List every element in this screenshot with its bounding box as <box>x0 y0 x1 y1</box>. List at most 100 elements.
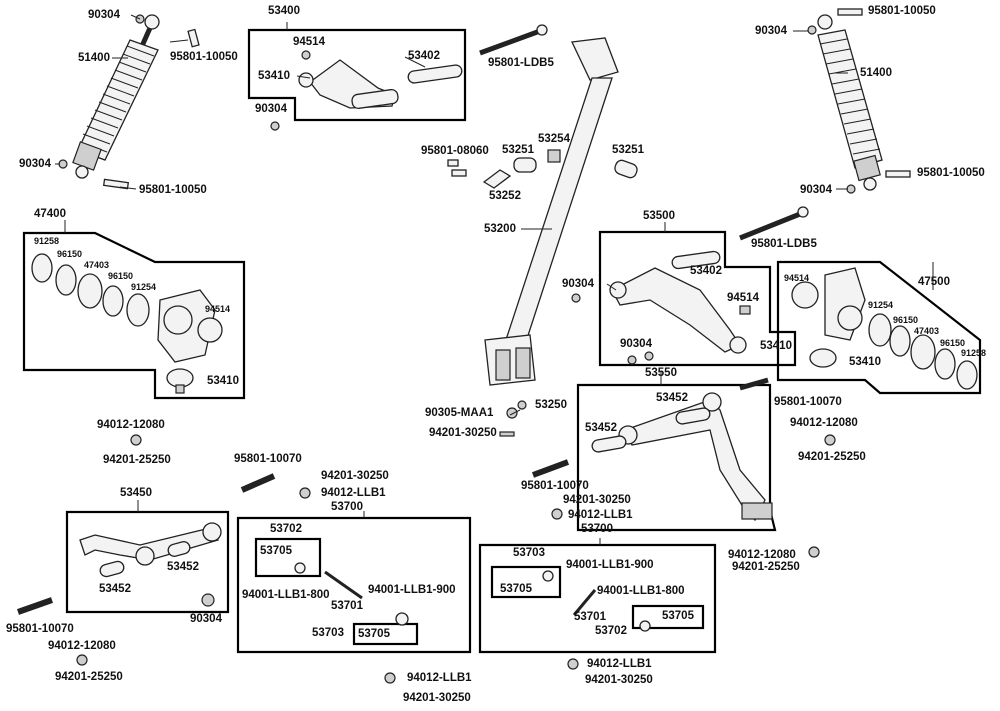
bolt-ldb5-top <box>479 28 541 56</box>
loose-fasteners <box>17 434 836 684</box>
frame-53450 <box>65 510 230 614</box>
frame-53700-right <box>478 543 717 654</box>
label-90305-maa1: 90305-MAA1 <box>425 407 494 419</box>
label-53250: 53250 <box>535 399 567 411</box>
label-53450: 53450 <box>120 487 152 499</box>
label-96150: 96150 <box>108 271 134 281</box>
label-53705: 53705 <box>662 610 694 622</box>
label-90304: 90304 <box>800 184 832 196</box>
label-95801-10070: 95801-10070 <box>234 453 302 465</box>
leader-lines <box>55 14 934 545</box>
label-94012-12080: 94012-12080 <box>48 640 116 652</box>
label-94201-30250: 94201-30250 <box>563 494 631 506</box>
label-94012-llb1: 94012-LLB1 <box>407 672 472 684</box>
label-94201-30250: 94201-30250 <box>403 692 471 704</box>
label-90304: 90304 <box>88 9 120 21</box>
shock-absorber-right <box>807 8 911 194</box>
frame-53702-left <box>254 537 322 578</box>
label-47400: 47400 <box>34 208 66 220</box>
label-90304: 90304 <box>190 613 222 625</box>
label-91254: 91254 <box>868 300 894 310</box>
label-94514: 94514 <box>727 292 759 304</box>
label-90304: 90304 <box>755 25 787 37</box>
lower-arm-53550-artwork <box>591 377 773 522</box>
label-53400: 53400 <box>268 5 300 17</box>
label-47403: 47403 <box>84 260 110 270</box>
label-94001-llb1-900: 94001-LLB1-900 <box>566 559 654 571</box>
label-53700: 53700 <box>331 501 363 513</box>
label-94201-30250: 94201-30250 <box>585 674 653 686</box>
label-51400: 51400 <box>860 67 892 79</box>
label-90304: 90304 <box>255 103 287 115</box>
label-94012-llb1: 94012-LLB1 <box>587 658 652 670</box>
label-94201-30250: 94201-30250 <box>429 427 497 439</box>
label-90304: 90304 <box>620 338 652 350</box>
label-53550: 53550 <box>645 367 677 379</box>
label-94201-25250: 94201-25250 <box>798 451 866 463</box>
label-53402: 53402 <box>690 265 722 277</box>
label-53702: 53702 <box>595 625 627 637</box>
label-53702: 53702 <box>270 523 302 535</box>
label-90304: 90304 <box>19 158 51 170</box>
label-53410: 53410 <box>760 340 792 352</box>
shock-absorber-left <box>58 14 200 190</box>
label-95801-10070: 95801-10070 <box>6 623 74 635</box>
label-53410: 53410 <box>207 375 239 387</box>
label-95801-10070: 95801-10070 <box>774 396 842 408</box>
label-53402: 53402 <box>408 50 440 62</box>
frame-53500 <box>598 230 797 367</box>
label-53705: 53705 <box>500 583 532 595</box>
label-94012-llb1: 94012-LLB1 <box>321 487 386 499</box>
label-95801-08060: 95801-08060 <box>421 145 489 157</box>
label-94012-12080: 94012-12080 <box>97 419 165 431</box>
label-91258: 91258 <box>961 348 987 358</box>
label-53700: 53700 <box>581 523 613 535</box>
label-53452: 53452 <box>585 422 617 434</box>
label-94201-25250: 94201-25250 <box>732 561 800 573</box>
label-53705: 53705 <box>260 545 292 557</box>
label-95801-10050: 95801-10050 <box>170 51 238 63</box>
label-96150: 96150 <box>940 338 966 348</box>
label-94012-12080: 94012-12080 <box>728 549 796 561</box>
label-95801-10050: 95801-10050 <box>868 5 936 17</box>
label-53410: 53410 <box>258 70 290 82</box>
label-53703: 53703 <box>513 547 545 559</box>
label-53703: 53703 <box>312 627 344 639</box>
label-95801-10050: 95801-10050 <box>917 167 985 179</box>
label-53500: 53500 <box>643 210 675 222</box>
steering-column-artwork <box>484 37 619 386</box>
knuckle-47400-artwork <box>31 253 223 394</box>
column-small-parts <box>447 149 638 437</box>
label-94514: 94514 <box>293 36 325 48</box>
label-53252: 53252 <box>489 190 521 202</box>
label-95801-ldb5: 95801-LDB5 <box>751 238 817 250</box>
label-47500: 47500 <box>918 276 950 288</box>
label-95801-10050: 95801-10050 <box>139 184 207 196</box>
upper-arm-53500-artwork <box>571 250 751 365</box>
frame-47400 <box>22 231 246 400</box>
label-47403: 47403 <box>914 326 940 336</box>
label-53452: 53452 <box>99 583 131 595</box>
label-96150: 96150 <box>57 249 83 259</box>
label-96150: 96150 <box>893 315 919 325</box>
label-90304: 90304 <box>562 278 594 290</box>
label-91258: 91258 <box>34 236 60 246</box>
label-53200: 53200 <box>484 223 516 235</box>
label-94514: 94514 <box>784 273 810 283</box>
label-95801-10070: 95801-10070 <box>521 480 589 492</box>
label-53705: 53705 <box>358 628 390 640</box>
tie-rods <box>294 562 651 632</box>
label-94001-llb1-900: 94001-LLB1-900 <box>368 584 456 596</box>
label-94012-llb1: 94012-LLB1 <box>568 509 633 521</box>
label-94001-llb1-800: 94001-LLB1-800 <box>597 585 685 597</box>
upper-arm-53400-artwork <box>270 50 463 131</box>
label-53452: 53452 <box>167 561 199 573</box>
frame-47500 <box>776 260 982 395</box>
lower-arm-53450-artwork <box>79 522 222 578</box>
frame-53400 <box>247 28 467 122</box>
label-53254: 53254 <box>538 133 570 145</box>
group-frames <box>22 28 982 654</box>
frame-53702-right <box>631 604 705 630</box>
label-91254: 91254 <box>131 282 157 292</box>
